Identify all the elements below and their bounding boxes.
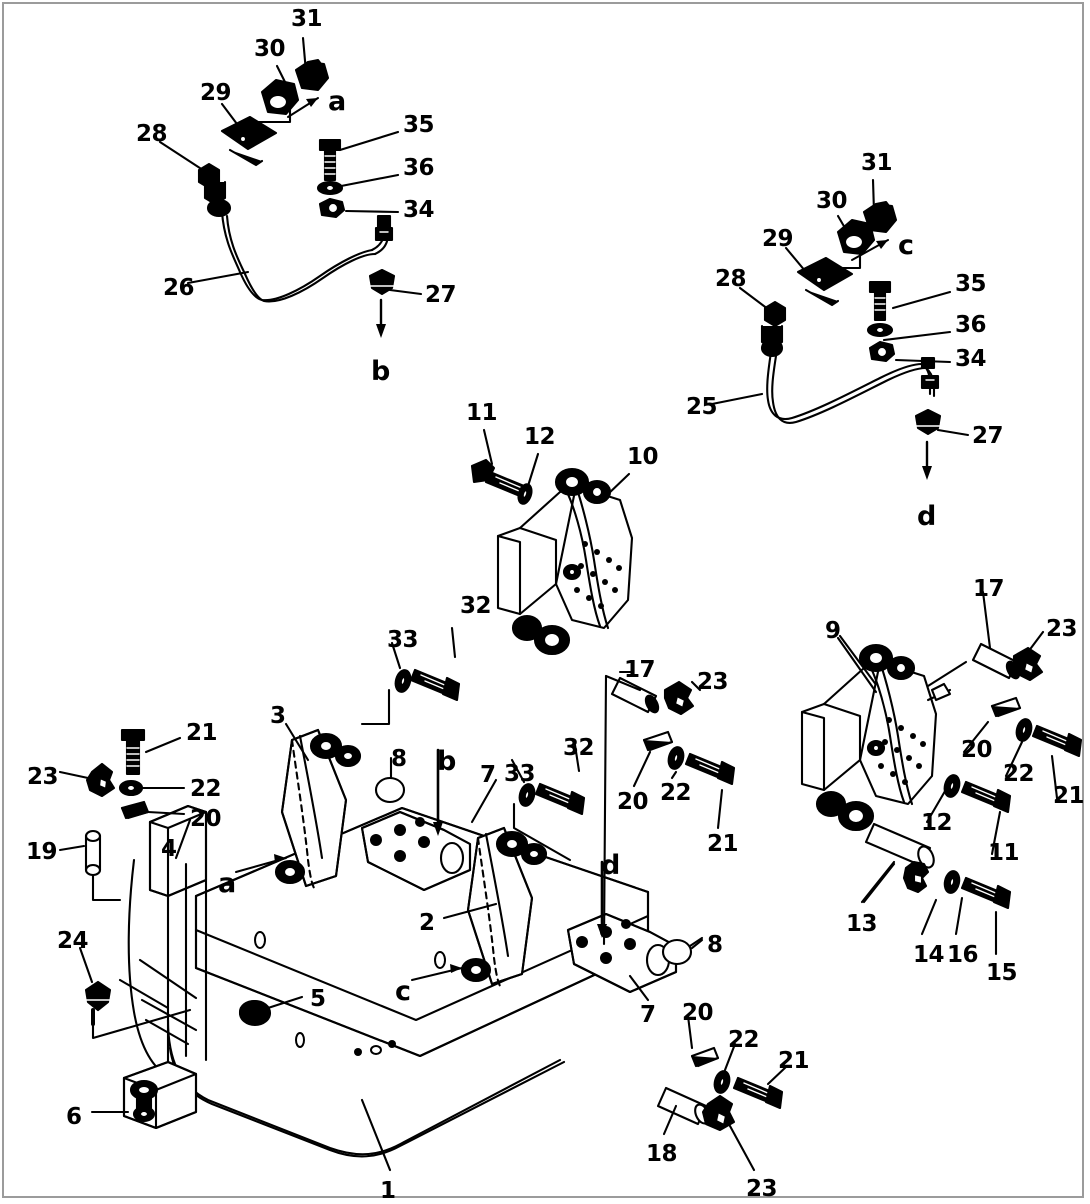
callout-35-upper-right: 35: [955, 271, 987, 297]
callout-11-right: 11: [988, 840, 1020, 866]
callout-22-center: 22: [660, 780, 692, 806]
callout-34-upper-right: 34: [955, 346, 987, 372]
callout-28-upper-right: 28: [715, 266, 747, 292]
callout-32-left: 32: [460, 593, 492, 619]
callout-7-left-plate: 7: [480, 762, 496, 788]
callout-22-left: 22: [190, 776, 222, 802]
callout-12-center: 12: [524, 424, 556, 450]
callout-8-right: 8: [707, 932, 723, 958]
callout-20-right: 20: [961, 737, 993, 763]
callout-20-center: 20: [617, 789, 649, 815]
section-marker-b-top: b: [371, 356, 390, 387]
callout-23-right: 23: [1046, 616, 1078, 642]
callout-17-center: 17: [624, 657, 656, 683]
callout-16-washer: 16: [947, 942, 979, 968]
callout-19-left: 19: [26, 839, 58, 865]
callout-18-pin: 18: [646, 1141, 678, 1167]
section-marker-b-frame: b: [437, 746, 456, 777]
callout-21-center: 21: [707, 831, 739, 857]
callout-22-right: 22: [1003, 761, 1035, 787]
callout-17-right: 17: [973, 576, 1005, 602]
callout-32-center: 32: [563, 735, 595, 761]
callout-12-right: 12: [921, 810, 953, 836]
callout-6-foot: 6: [66, 1104, 82, 1130]
section-marker-a-top: a: [328, 86, 346, 117]
callout-27-upper-right: 27: [972, 423, 1004, 449]
callout-30-upper-right: 30: [816, 188, 848, 214]
section-marker-d-right: d: [917, 501, 936, 532]
callout-14-clip: 14: [913, 942, 945, 968]
callout-30-upper-left: 30: [254, 36, 286, 62]
callout-20-bottom: 20: [682, 1000, 714, 1026]
callout-33-left: 33: [387, 627, 419, 653]
callout-7-right-plate: 7: [640, 1002, 656, 1028]
callout-33-center: 33: [504, 761, 536, 787]
callout-8-left: 8: [391, 746, 407, 772]
callout-23-center: 23: [697, 669, 729, 695]
callout-21-right: 21: [1053, 783, 1085, 809]
callout-23-left: 23: [27, 764, 59, 790]
callout-22-bottom: 22: [728, 1027, 760, 1053]
section-marker-c-right: c: [898, 230, 914, 261]
callout-10-bracket: 10: [627, 444, 659, 470]
callout-35-upper-left: 35: [403, 112, 435, 138]
callout-21-left: 21: [186, 720, 218, 746]
callout-34-upper-left: 34: [403, 197, 435, 223]
section-marker-d-frame: d: [601, 850, 620, 881]
callout-4-post: 4: [161, 836, 177, 862]
callout-26-hose: 26: [163, 275, 195, 301]
callout-5-bushing: 5: [310, 986, 326, 1012]
section-marker-c-frame: c: [395, 976, 411, 1007]
callout-25-hose: 25: [686, 394, 718, 420]
callout-28-upper-left: 28: [136, 121, 168, 147]
callout-36-upper-left: 36: [403, 155, 435, 181]
callout-29-upper-left: 29: [200, 80, 232, 106]
callout-21-bottom: 21: [778, 1048, 810, 1074]
callout-24-grease: 24: [57, 928, 89, 954]
callout-1-main-frame: 1: [380, 1178, 396, 1204]
callout-3-link-arm: 3: [270, 703, 286, 729]
callout-11-center: 11: [466, 400, 498, 426]
callout-2-link-arm: 2: [419, 910, 435, 936]
callout-9-bracket: 9: [825, 618, 841, 644]
callout-29-upper-right: 29: [762, 226, 794, 252]
callout-27-upper-left: 27: [425, 282, 457, 308]
callout-36-upper-right: 36: [955, 312, 987, 338]
callout-23-bottom: 23: [746, 1176, 778, 1202]
callout-31-upper-right: 31: [861, 150, 893, 176]
callout-31-upper-left: 31: [291, 6, 323, 32]
callout-20-left: 20: [190, 806, 222, 832]
section-marker-a-frame: a: [218, 868, 236, 899]
callout-13-pin: 13: [846, 911, 878, 937]
callout-15-bolt: 15: [986, 960, 1018, 986]
